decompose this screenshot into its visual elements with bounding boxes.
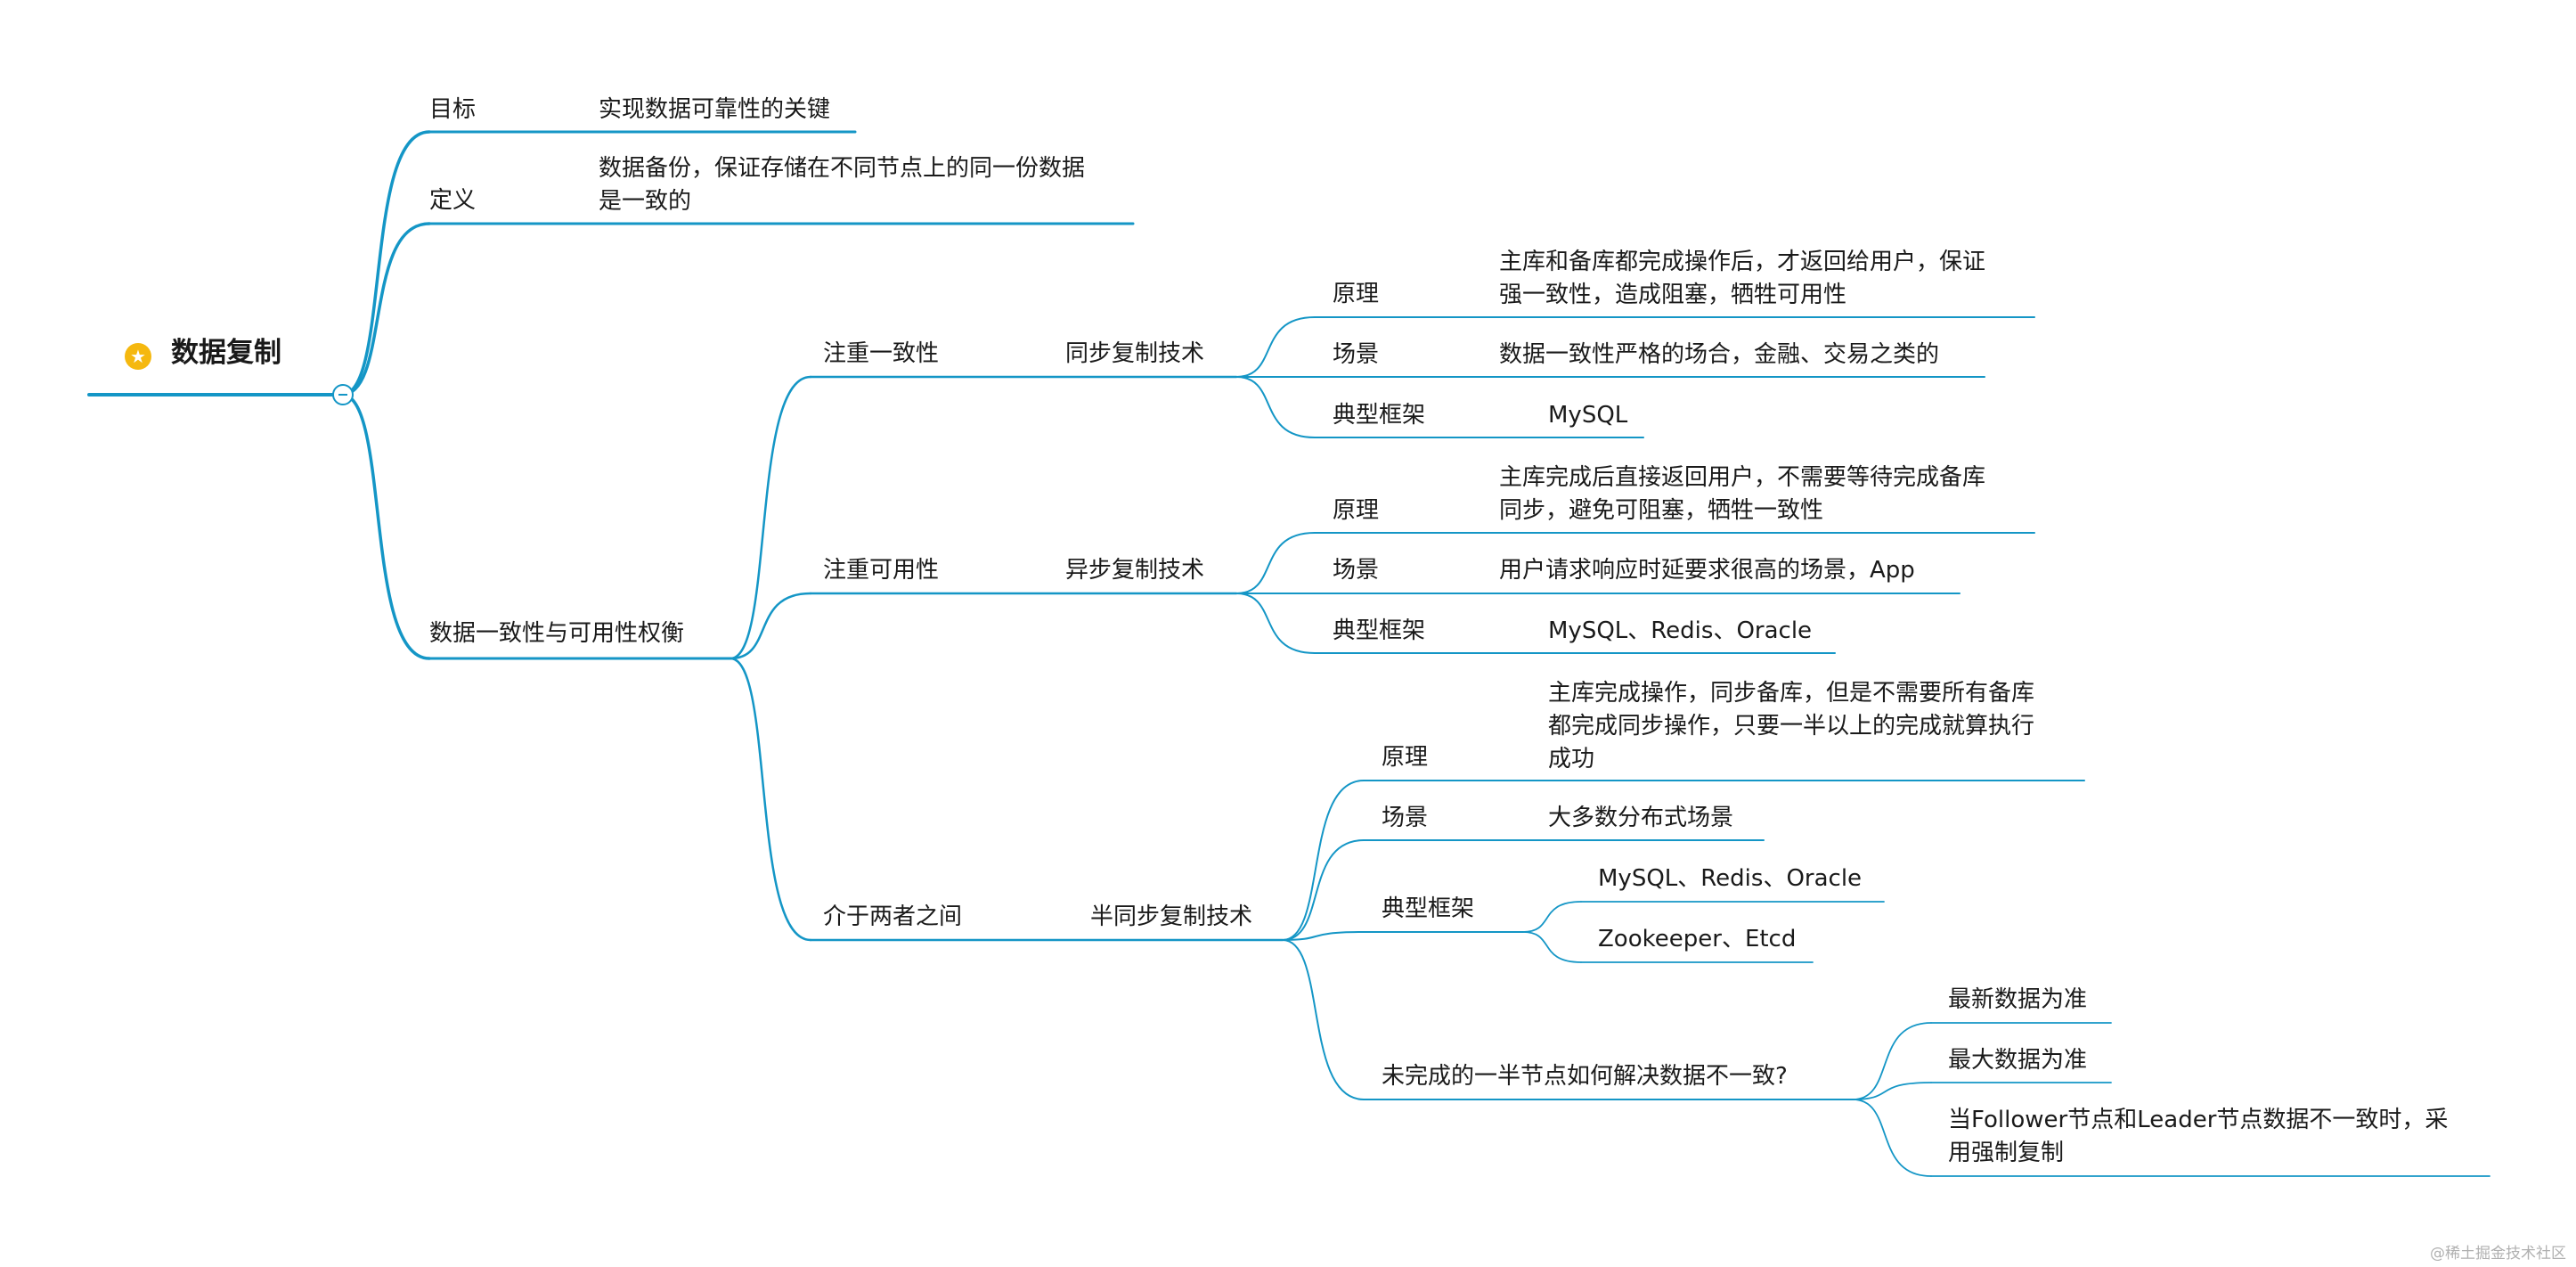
- definition-line-2: 是一致的: [599, 188, 692, 215]
- async-framework-text[interactable]: MySQL、Redis、Oracle: [1548, 617, 1813, 644]
- topic-async-replication[interactable]: 异步复制技术: [1065, 557, 1205, 584]
- semi-principle-line-3: 成功: [1548, 746, 1595, 772]
- topic-availability[interactable]: 注重可用性: [823, 557, 940, 584]
- semi-question[interactable]: 未完成的一半节点如何解决数据不一致?: [1382, 1063, 1788, 1090]
- sync-scenario-label[interactable]: 场景: [1333, 341, 1380, 368]
- semi-framework-label[interactable]: 典型框架: [1382, 895, 1475, 922]
- semi-principle-line-1: 主库完成操作，同步备库，但是不需要所有备库: [1548, 680, 2035, 707]
- definition-line-1: 数据备份，保证存储在不同节点上的同一份数据: [599, 155, 1086, 182]
- answer-latest-data[interactable]: 最新数据为准: [1948, 986, 2088, 1013]
- root-topic[interactable]: 数据复制: [171, 337, 281, 369]
- definition-value[interactable]: 数据备份，保证存储在不同节点上的同一份数据 是一致的: [599, 152, 1085, 218]
- branch-definition: [340, 222, 431, 396]
- branch-goal: [340, 130, 431, 396]
- async-principle-line-2: 同步，避免可阻塞，牺牲一致性: [1499, 497, 1824, 524]
- topic-tradeoff[interactable]: 数据一致性与可用性权衡: [429, 620, 685, 647]
- answer-force-line-2: 用强制复制: [1948, 1140, 2065, 1166]
- async-principle-link: [1235, 532, 1316, 594]
- answer-3-link: [1852, 1099, 1932, 1177]
- branch-between: [729, 657, 812, 942]
- async-framework-label[interactable]: 典型框架: [1333, 617, 1426, 644]
- semi-scenario-link: [1282, 839, 1365, 941]
- framework-2-link: [1522, 931, 1582, 963]
- semi-scenario-label[interactable]: 场景: [1382, 805, 1429, 831]
- semi-framework-item-2[interactable]: Zookeeper、Etcd: [1598, 926, 1797, 952]
- semi-principle-label[interactable]: 原理: [1382, 744, 1429, 771]
- sync-principle-line-2: 强一致性，造成阻塞，牺牲可用性: [1499, 282, 1847, 308]
- answer-2-link: [1852, 1082, 1932, 1100]
- answer-max-data[interactable]: 最大数据为准: [1948, 1047, 2088, 1074]
- topic-consistency[interactable]: 注重一致性: [823, 340, 940, 367]
- topic-semi-sync-replication[interactable]: 半同步复制技术: [1090, 903, 1253, 930]
- topic-between[interactable]: 介于两者之间: [823, 903, 963, 930]
- sync-framework-label[interactable]: 典型框架: [1333, 402, 1426, 429]
- branch-availability: [729, 592, 812, 660]
- answer-force-replication[interactable]: 当Follower节点和Leader节点数据不一致时，采 用强制复制: [1948, 1104, 2448, 1170]
- semi-principle-link: [1282, 780, 1365, 941]
- sync-principle-text[interactable]: 主库和备库都完成操作后，才返回给用户，保证 强一致性，造成阻塞，牺牲可用性: [1499, 246, 1985, 312]
- semi-framework-item-1[interactable]: MySQL、Redis、Oracle: [1598, 865, 1863, 892]
- sync-principle-label[interactable]: 原理: [1333, 281, 1380, 307]
- semi-scenario-text[interactable]: 大多数分布式场景: [1548, 805, 1734, 831]
- async-scenario-text[interactable]: 用户请求响应时延要求很高的场景，App: [1499, 557, 1915, 584]
- semi-principle-text[interactable]: 主库完成操作，同步备库，但是不需要所有备库 都完成同步操作，只要一半以上的完成就…: [1548, 677, 2034, 776]
- async-framework-link: [1235, 593, 1316, 654]
- topic-sync-replication[interactable]: 同步复制技术: [1065, 340, 1205, 367]
- goal-value[interactable]: 实现数据可靠性的关键: [599, 96, 831, 123]
- watermark: @稀土掘金技术社区: [2430, 1245, 2566, 1263]
- sync-scenario-text[interactable]: 数据一致性严格的场合，金融、交易之类的: [1499, 341, 1940, 368]
- semi-principle-line-2: 都完成同步操作，只要一半以上的完成就算执行: [1548, 713, 2035, 740]
- async-scenario-label[interactable]: 场景: [1333, 557, 1380, 584]
- branch-consistency: [729, 375, 812, 660]
- async-principle-label[interactable]: 原理: [1333, 497, 1380, 524]
- topic-goal[interactable]: 目标: [429, 96, 477, 123]
- sync-principle-link: [1235, 316, 1316, 378]
- answer-force-line-1: 当Follower节点和Leader节点数据不一致时，采: [1948, 1107, 2449, 1133]
- sync-principle-line-1: 主库和备库都完成操作后，才返回给用户，保证: [1499, 249, 1986, 275]
- async-principle-text[interactable]: 主库完成后直接返回用户，不需要等待完成备库 同步，避免可阻塞，牺牲一致性: [1499, 462, 1985, 527]
- topic-definition[interactable]: 定义: [429, 187, 477, 214]
- semi-framework-link: [1282, 931, 1365, 941]
- framework-1-link: [1522, 901, 1582, 933]
- sync-framework-link: [1235, 376, 1316, 438]
- semi-question-link: [1282, 939, 1365, 1100]
- async-principle-line-1: 主库完成后直接返回用户，不需要等待完成备库: [1499, 464, 1986, 491]
- sync-framework-text[interactable]: MySQL: [1548, 402, 1628, 429]
- star-icon: ★: [125, 343, 151, 370]
- branch-tradeoff: [340, 393, 431, 660]
- answer-1-link: [1852, 1022, 1932, 1100]
- collapse-toggle-icon[interactable]: [332, 384, 354, 405]
